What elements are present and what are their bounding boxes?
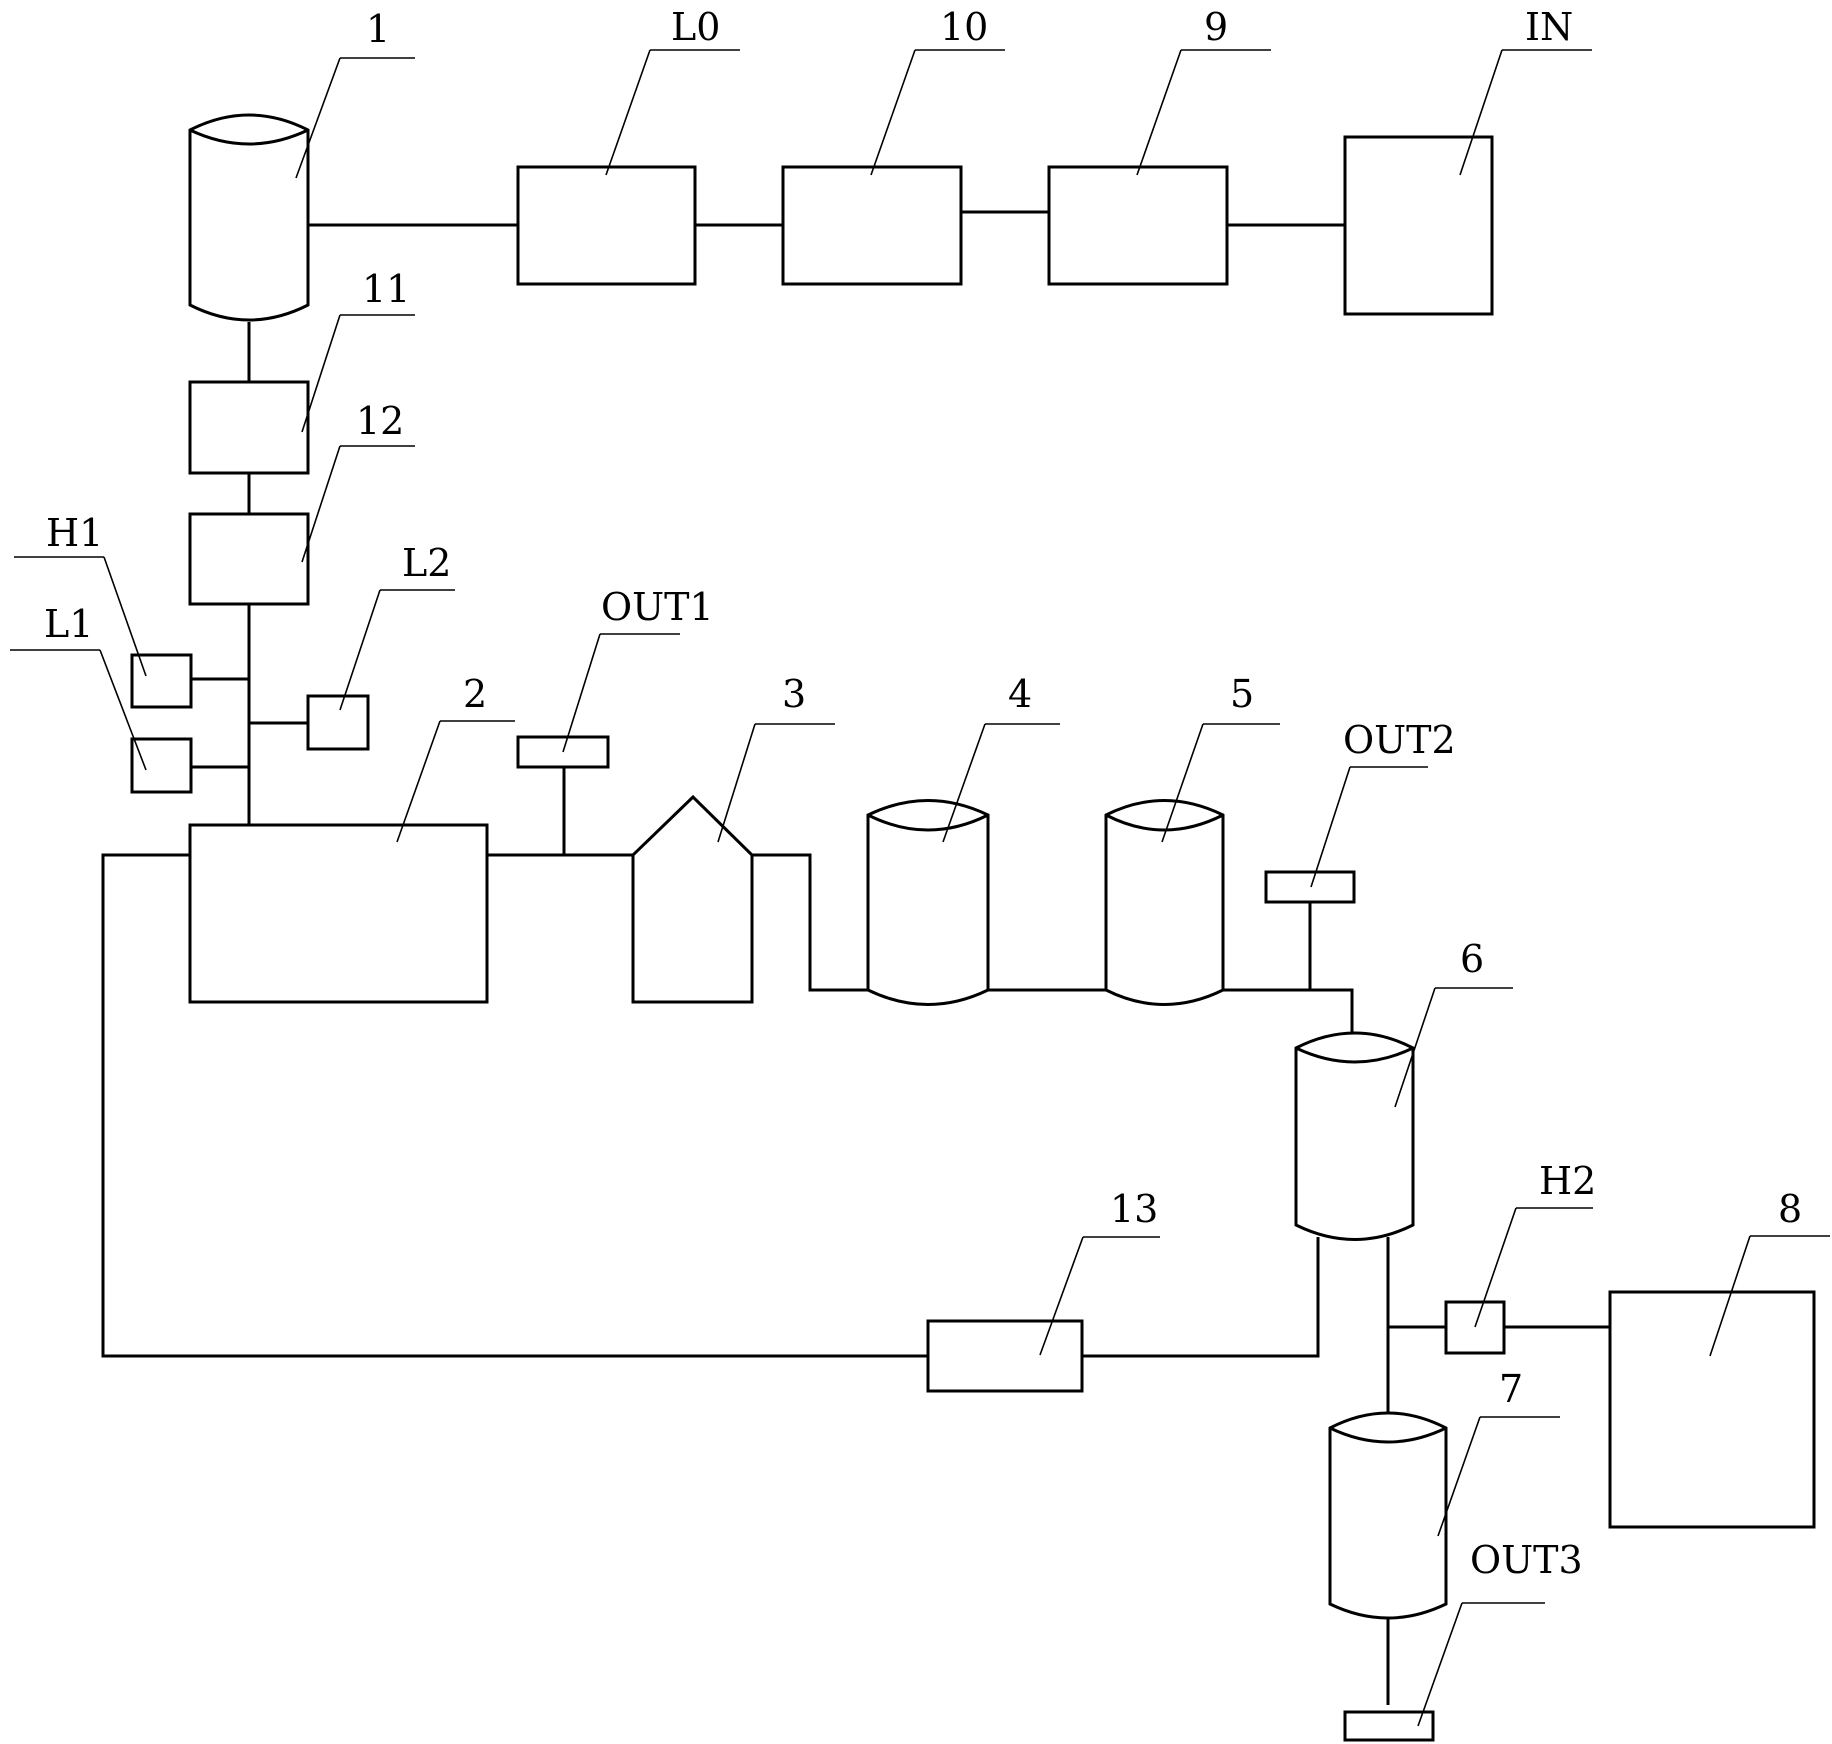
label-sensor-l2: L2 [402,541,451,585]
tank-5 [1104,799,1225,1006]
label-outlet-2: OUT2 [1343,718,1456,762]
sensor-h2 [1444,1300,1506,1355]
label-outlet-3: OUT3 [1470,1538,1583,1582]
label-box-l0: L0 [671,5,720,49]
label-box-8: 8 [1778,1187,1802,1231]
sensor-l2 [306,694,370,751]
box-10 [781,165,963,286]
label-sensor-l1: L1 [44,602,93,646]
label-sensor-h2: H2 [1539,1159,1596,1203]
label-box-in: IN [1525,5,1573,49]
unit-3 [631,794,754,1004]
tank-7 [1328,1411,1448,1620]
label-box-12: 12 [356,399,404,443]
box-in [1343,135,1494,316]
label-sensor-h1: H1 [46,511,103,555]
box-l0 [516,165,697,286]
label-tank-1: 1 [366,7,390,51]
outlet-1 [516,735,610,769]
tank-4 [866,799,990,1006]
label-box-13: 13 [1110,1187,1158,1231]
box-11 [188,380,310,475]
box-2 [188,823,489,1004]
box-12 [188,512,310,606]
label-tank-5: 5 [1230,672,1254,716]
labels: 1 L0 10 9 IN 11 12 H1 L1 L2 2 OUT1 3 4 5… [44,5,1802,1582]
label-unit-3: 3 [782,672,806,716]
label-box-10: 10 [940,5,988,49]
label-box-11: 11 [362,267,410,311]
label-tank-7: 7 [1499,1367,1523,1411]
box-13 [926,1319,1084,1393]
label-box-9: 9 [1204,5,1228,49]
outlet-3 [1343,1710,1435,1742]
label-tank-6: 6 [1460,937,1484,981]
sensor-h1 [130,653,193,709]
label-box-2: 2 [463,672,487,716]
pipe-lines [101,210,1610,1705]
box-9 [1047,165,1229,286]
label-tank-4: 4 [1008,672,1032,716]
sensor-l1 [130,737,193,794]
leader-lines [10,49,1830,1727]
tank-6 [1294,1031,1415,1241]
tank-1 [188,113,310,322]
box-8 [1608,1290,1816,1529]
outlet-2 [1264,870,1356,904]
label-outlet-1: OUT1 [601,585,714,629]
